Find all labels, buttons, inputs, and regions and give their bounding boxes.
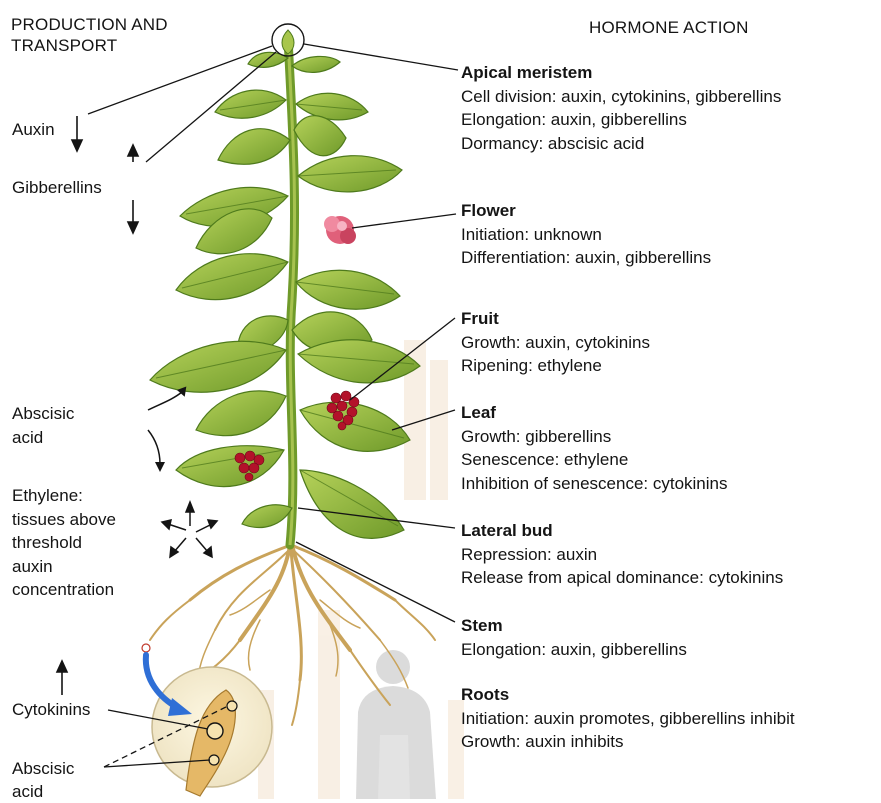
abscisic-arrows	[148, 392, 182, 464]
gibberellins-label: Gibberellins	[12, 176, 102, 199]
section-line: Repression: auxin	[461, 543, 783, 567]
root-closeup	[152, 667, 272, 796]
label-line: Ethylene:	[12, 484, 116, 508]
section-fruit: Fruit Growth: auxin, cytokinins Ripening…	[461, 307, 650, 378]
label-line: Abscisic	[12, 757, 74, 780]
section-roots: Roots Initiation: auxin promotes, gibber…	[461, 683, 795, 754]
section-flower: Flower Initiation: unknown Differentiati…	[461, 199, 711, 270]
label-line: threshold	[12, 531, 116, 555]
section-line: Inhibition of senescence: cytokinins	[461, 472, 728, 496]
section-line: Initiation: unknown	[461, 223, 711, 247]
section-line: Growth: auxin, cytokinins	[461, 331, 650, 355]
section-line: Release from apical dominance: cytokinin…	[461, 566, 783, 590]
section-title: Fruit	[461, 307, 650, 331]
label-line: auxin	[12, 555, 116, 579]
section-line: Initiation: auxin promotes, gibberellins…	[461, 707, 795, 731]
abscisic-acid-lower-label: Abscisic acid	[12, 757, 74, 803]
production-transport-heading: PRODUCTION AND TRANSPORT	[11, 14, 168, 56]
label-line: Abscisic	[12, 402, 74, 426]
section-title: Flower	[461, 199, 711, 223]
section-leaf: Leaf Growth: gibberellins Senescence: et…	[461, 401, 728, 495]
label-line: acid	[12, 780, 74, 803]
section-title: Stem	[461, 614, 687, 638]
hormone-action-heading: HORMONE ACTION	[589, 17, 749, 38]
section-line: Dormancy: abscisic acid	[461, 132, 781, 156]
section-stem: Stem Elongation: auxin, gibberellins	[461, 614, 687, 661]
auxin-label: Auxin	[12, 118, 55, 141]
flower	[324, 216, 356, 244]
section-line: Elongation: auxin, gibberellins	[461, 108, 781, 132]
abscisic-acid-upper-label: Abscisic acid	[12, 402, 74, 450]
section-title: Lateral bud	[461, 519, 783, 543]
heading-line: TRANSPORT	[11, 35, 168, 56]
section-line: Senescence: ethylene	[461, 448, 728, 472]
heading-line: PRODUCTION AND	[11, 14, 168, 35]
section-title: Leaf	[461, 401, 728, 425]
section-line: Differentiation: auxin, gibberellins	[461, 246, 711, 270]
section-apical-meristem: Apical meristem Cell division: auxin, cy…	[461, 61, 781, 155]
section-title: Apical meristem	[461, 61, 781, 85]
ethylene-label: Ethylene: tissues above threshold auxin …	[12, 484, 116, 602]
watermark-figure	[356, 650, 436, 799]
label-line: concentration	[12, 578, 116, 602]
ethylene-burst	[162, 502, 217, 557]
section-lateral-bud: Lateral bud Repression: auxin Release fr…	[461, 519, 783, 590]
section-line: Growth: gibberellins	[461, 425, 728, 449]
leaves	[150, 52, 420, 538]
label-line: tissues above	[12, 508, 116, 532]
apical-bud	[272, 24, 304, 56]
section-line: Elongation: auxin, gibberellins	[461, 638, 687, 662]
section-title: Roots	[461, 683, 795, 707]
label-line: acid	[12, 426, 74, 450]
section-line: Ripening: ethylene	[461, 354, 650, 378]
section-line: Growth: auxin inhibits	[461, 730, 795, 754]
cytokinins-label: Cytokinins	[12, 698, 90, 721]
section-line: Cell division: auxin, cytokinins, gibber…	[461, 85, 781, 109]
